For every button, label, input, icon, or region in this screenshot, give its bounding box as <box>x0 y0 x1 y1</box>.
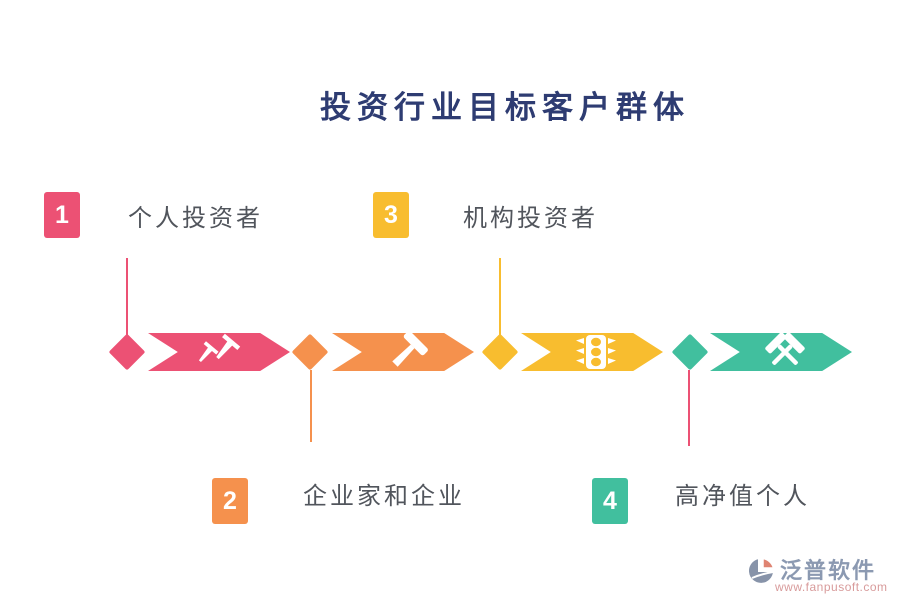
timeline-arrow-2 <box>332 333 474 371</box>
timeline-diamond-1 <box>108 333 146 371</box>
step-label-3: 机构投资者 <box>463 206 598 232</box>
step-badge-2: 2 <box>212 478 248 524</box>
fanpu-logo-icon <box>747 556 776 585</box>
page-title: 投资行业目标客户群体 <box>320 90 690 125</box>
connector-line-2 <box>310 370 312 442</box>
step-badge-1: 1 <box>44 192 80 238</box>
timeline-arrow-3 <box>521 333 663 371</box>
step-label-2: 企业家和企业 <box>303 484 465 510</box>
timeline-diamond-4 <box>671 333 709 371</box>
step-badge-3: 3 <box>373 192 409 238</box>
hammer-icon <box>392 333 428 367</box>
pins-icon <box>198 333 241 363</box>
step-label-1: 个人投资者 <box>128 206 263 232</box>
connector-line-3 <box>499 258 501 336</box>
timeline-diamond-2 <box>291 333 329 371</box>
timeline-arrow-1 <box>148 333 290 371</box>
watermark: 泛普软件 www.fanpusoft.com <box>744 553 900 597</box>
timeline-arrow-4 <box>710 333 852 371</box>
connector-line-4 <box>688 370 690 446</box>
watermark-brand-name: 泛普软件 <box>780 558 877 583</box>
watermark-url: www.fanpusoft.com <box>775 580 888 594</box>
step-badge-4: 4 <box>592 478 628 524</box>
crossed-hammers-icon <box>765 333 805 365</box>
connector-line-1 <box>126 258 128 336</box>
timeline-diamond-3 <box>481 333 519 371</box>
traffic-light-icon <box>576 335 616 369</box>
step-label-4: 高净值个人 <box>675 484 810 510</box>
